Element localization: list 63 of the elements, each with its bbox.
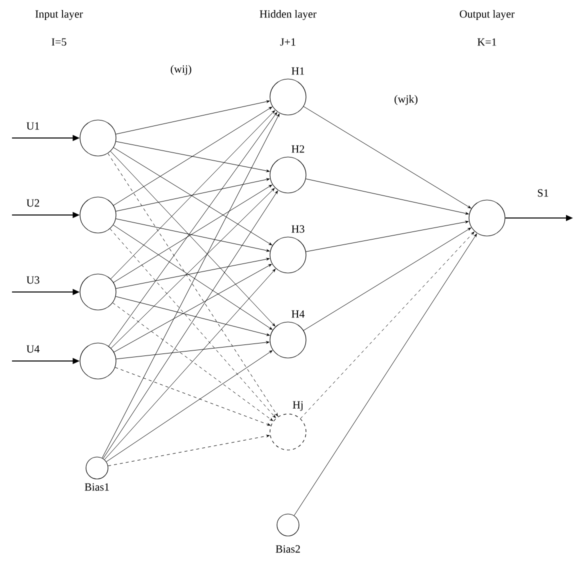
neuron-circle (270, 414, 306, 450)
neuron-circle (270, 236, 306, 274)
arrow (106, 350, 272, 462)
layer-label: K=1 (478, 38, 496, 46)
node-label: Hj (292, 401, 303, 411)
arrow (102, 114, 280, 458)
arrow (306, 178, 469, 215)
arrow (116, 178, 270, 212)
node-label: H1 (292, 67, 304, 75)
layer-label: J+1 (280, 38, 296, 46)
node-label: H2 (292, 145, 304, 153)
arrow (116, 100, 270, 134)
edge-label: U2 (26, 199, 40, 207)
layer-label: (wij) (170, 65, 192, 75)
arrow (110, 228, 276, 418)
arrow (303, 106, 471, 208)
node-label: H3 (292, 225, 304, 233)
arrow (116, 341, 270, 360)
arrow (116, 296, 270, 336)
arrow (104, 268, 276, 460)
arrow (108, 153, 278, 416)
arrow (114, 367, 270, 426)
arrow (113, 184, 272, 283)
arrow (116, 218, 270, 252)
arrow (113, 106, 272, 206)
neuron-circle (80, 196, 116, 234)
arrow (306, 220, 469, 252)
neuron-circle (80, 342, 116, 380)
neuron-circle (276, 514, 300, 536)
layer-label: Output layer (460, 10, 515, 20)
node-label: Bias1 (84, 483, 109, 491)
arrow (110, 151, 276, 326)
arrow (303, 228, 472, 331)
edge-label: U1 (26, 122, 40, 130)
arrow (294, 234, 477, 516)
arrow (113, 147, 272, 246)
edge-label: U4 (26, 345, 40, 353)
arrow (108, 112, 278, 346)
arrow (113, 224, 272, 330)
neuron-circle (80, 120, 116, 156)
layer-label: (wjk) (394, 95, 418, 105)
node-label: Bias2 (276, 545, 300, 553)
arrow (110, 188, 275, 348)
arrow (114, 264, 272, 352)
node-label: H4 (292, 310, 305, 318)
neuron-circle (86, 456, 108, 480)
edge-label: S1 (538, 189, 548, 197)
neuron-circle (270, 156, 306, 194)
arrow (116, 258, 270, 289)
arrow (110, 110, 275, 280)
arrow (112, 302, 273, 421)
layer-label: I=5 (52, 38, 66, 46)
edge-label: U3 (26, 276, 40, 284)
neuron-circle (468, 200, 506, 236)
layer-label: Hidden layer (260, 10, 316, 20)
neuron-circle (80, 274, 116, 310)
arrow (300, 232, 474, 419)
arrow (116, 141, 270, 172)
layer-label: Input layer (35, 10, 83, 20)
arrow (102, 190, 278, 459)
neuron-circle (270, 322, 306, 358)
arrow (108, 434, 270, 466)
neuron-circle (270, 78, 306, 116)
